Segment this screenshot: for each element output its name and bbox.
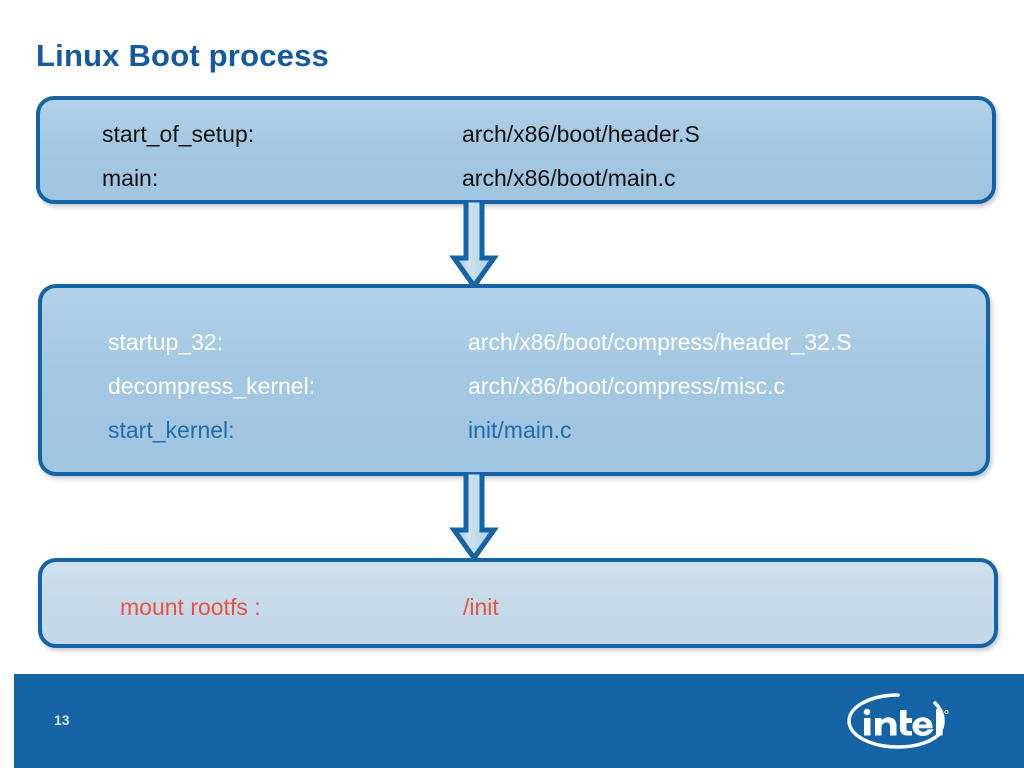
table-row: decompress_kernel: arch/x86/boot/compres… bbox=[42, 366, 986, 406]
symbol-label: start_kernel: bbox=[108, 416, 235, 443]
source-path: arch/x86/boot/header.S bbox=[462, 120, 700, 147]
symbol-label: start_of_setup: bbox=[102, 120, 255, 147]
source-path: arch/x86/boot/compress/misc.c bbox=[468, 372, 786, 399]
table-row: start_of_setup: arch/x86/boot/header.S bbox=[40, 114, 992, 154]
table-row: main: arch/x86/boot/main.c bbox=[40, 158, 992, 198]
footer-band: 13 bbox=[14, 674, 1024, 768]
source-path: /init bbox=[463, 593, 499, 620]
table-row: mount rootfs : /init bbox=[42, 587, 994, 627]
source-path: arch/x86/boot/main.c bbox=[462, 164, 676, 191]
intel-logo bbox=[842, 688, 952, 754]
process-box-userspace-init: mount rootfs : /init bbox=[38, 558, 998, 648]
source-path: init/main.c bbox=[468, 416, 572, 443]
page-title: Linux Boot process bbox=[36, 38, 329, 73]
arrow-down-icon bbox=[444, 469, 504, 563]
symbol-label: decompress_kernel: bbox=[108, 372, 316, 399]
arrow-down-icon bbox=[444, 197, 504, 291]
process-box-decompression-and-kernel-start: startup_32: arch/x86/boot/compress/heade… bbox=[38, 284, 990, 476]
source-path: arch/x86/boot/compress/header_32.S bbox=[468, 328, 852, 355]
process-box-real-mode-setup: start_of_setup: arch/x86/boot/header.S m… bbox=[36, 96, 996, 204]
table-row: start_kernel: init/main.c bbox=[42, 410, 986, 450]
page-number: 13 bbox=[54, 712, 70, 728]
table-row: startup_32: arch/x86/boot/compress/heade… bbox=[42, 322, 986, 362]
symbol-label: main: bbox=[102, 164, 159, 191]
symbol-label: mount rootfs : bbox=[120, 593, 261, 620]
symbol-label: startup_32: bbox=[108, 328, 224, 355]
